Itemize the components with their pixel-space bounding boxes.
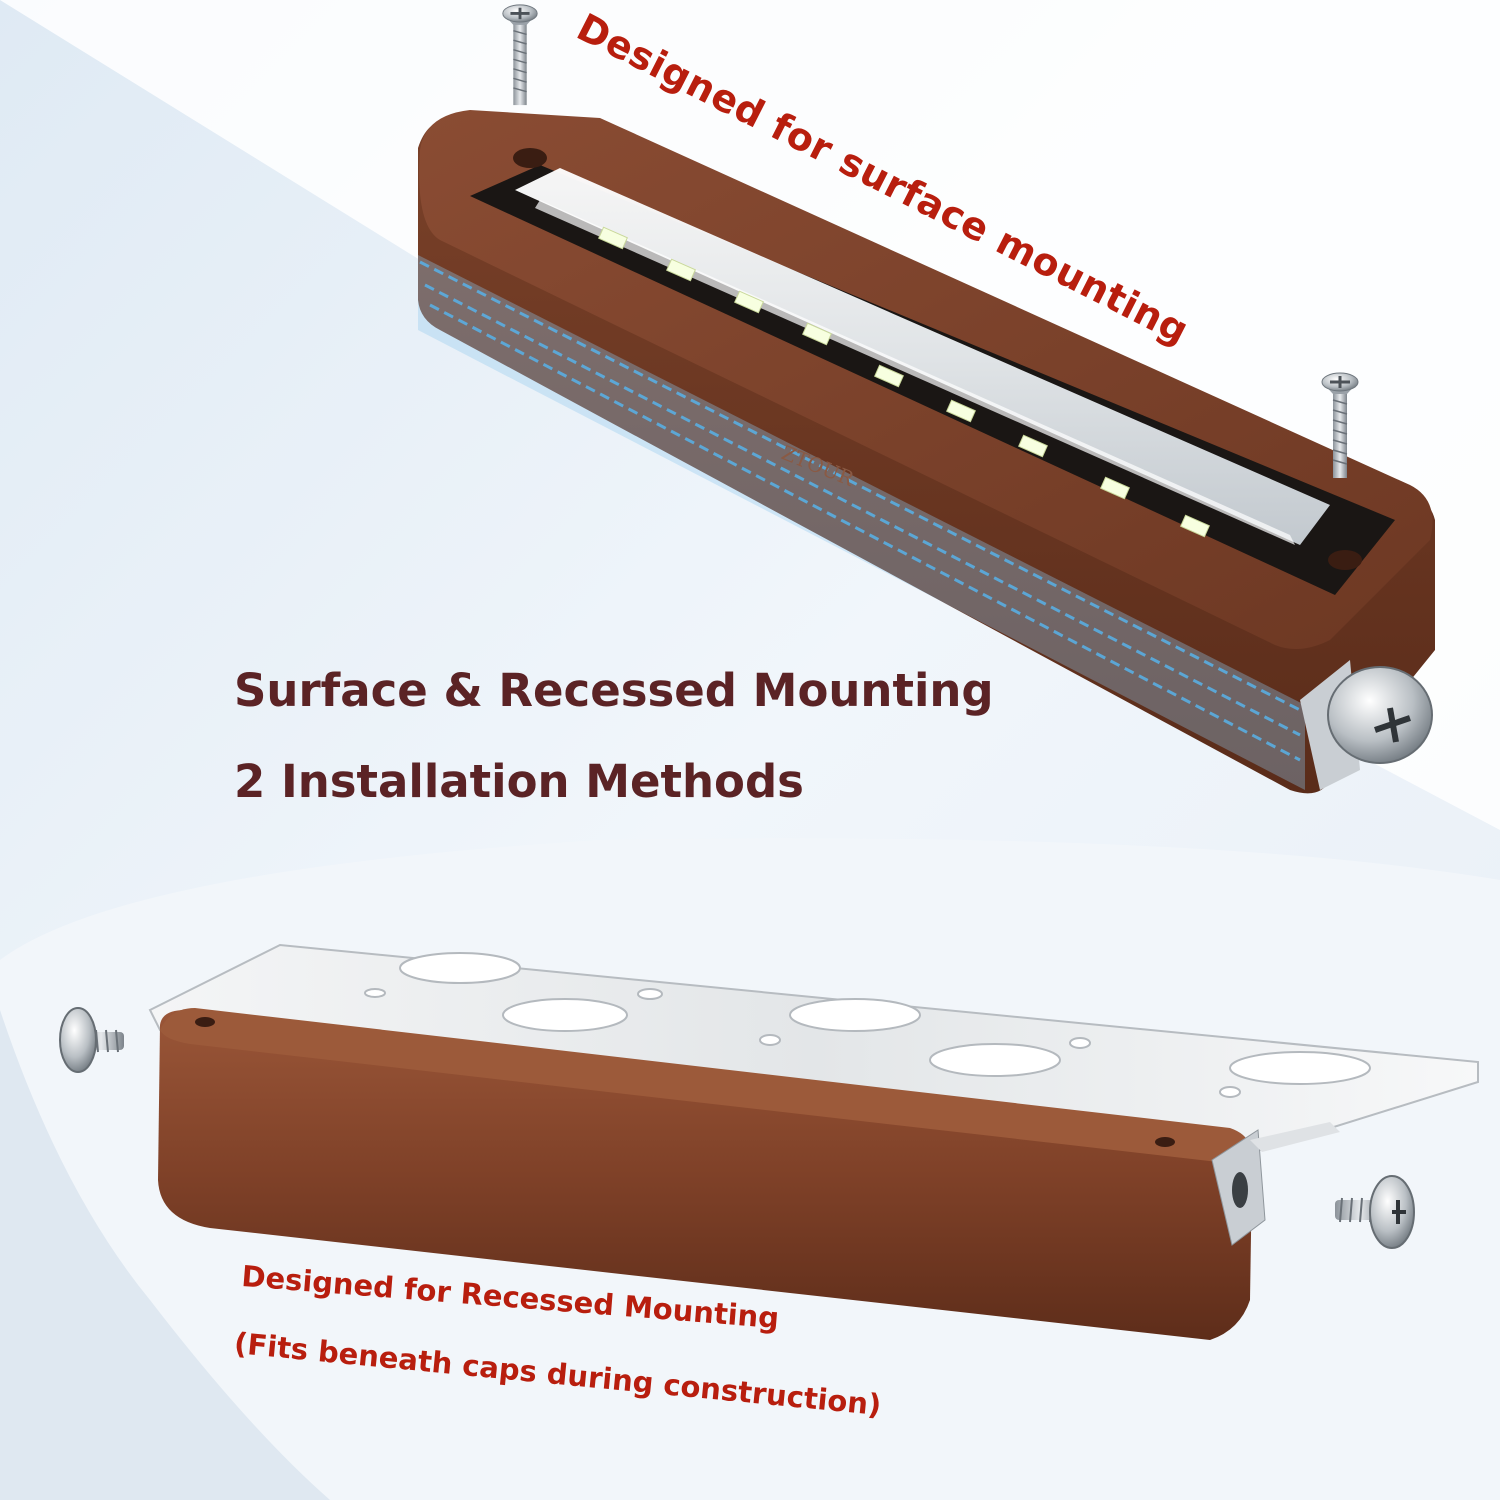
led-chip-icon bbox=[598, 226, 1210, 538]
pan-head-screw-icon bbox=[1335, 1175, 1415, 1249]
pan-head-screw-icon bbox=[1327, 666, 1433, 764]
recessed-mount-fixture bbox=[148, 943, 1479, 1340]
subheadline: 2 Installation Methods bbox=[234, 755, 804, 808]
headline: Surface & Recessed Mounting bbox=[234, 664, 994, 717]
surface-mount-fixture: ZTOUR bbox=[418, 110, 1435, 794]
pan-head-screw-icon bbox=[59, 1007, 124, 1073]
